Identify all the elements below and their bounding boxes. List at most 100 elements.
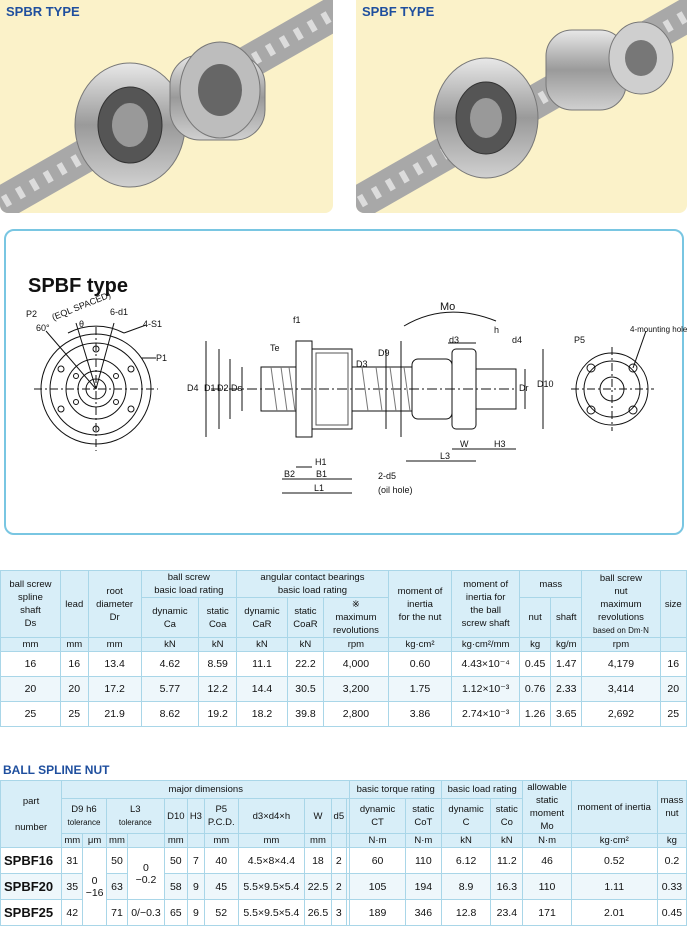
- unit-kg: kg: [519, 637, 552, 652]
- label-d4-small: d4: [512, 335, 523, 345]
- table-cell: 17.2: [87, 676, 142, 702]
- table-cell: 4.62: [140, 651, 200, 677]
- table-cell: 1.11: [570, 873, 658, 900]
- label-d9: D9: [378, 348, 390, 358]
- table-cell: 1.47: [550, 651, 583, 677]
- th-lead: lead: [59, 570, 89, 638]
- section-title: BALL SPLINE NUT: [3, 763, 110, 777]
- unit-size: [659, 637, 687, 652]
- table-cell: SPBF25: [0, 899, 63, 926]
- table-cell: 40: [203, 847, 239, 874]
- table-cell: 42: [61, 899, 84, 926]
- unit-coar: kN: [286, 637, 325, 652]
- table-cell: 189: [349, 899, 406, 926]
- table-cell: 8.62: [140, 701, 200, 727]
- table-cell: 22.2: [286, 651, 325, 677]
- table-cell: 110: [404, 847, 443, 874]
- table-cell: 0.33: [656, 873, 687, 900]
- table-cell: 11.2: [490, 847, 524, 874]
- table-cell: 39.8: [286, 701, 325, 727]
- table-cell: 12.2: [198, 676, 238, 702]
- label-w: W: [460, 439, 469, 449]
- table-cell: 18.2: [236, 701, 288, 727]
- table-cell: 0.2: [656, 847, 687, 874]
- table-cell: 3.86: [387, 701, 453, 727]
- table-cell: 30.5: [286, 676, 325, 702]
- unit-root: mm: [87, 637, 142, 652]
- unit-car: kN: [236, 637, 288, 652]
- table-cell: 58: [163, 873, 188, 900]
- th-h3: H3: [186, 798, 205, 834]
- table-cell: 2,692: [581, 701, 661, 727]
- unit-d9-tol: μm: [82, 833, 107, 848]
- table-cell: 0/−0.3: [127, 899, 165, 926]
- label-6-d1: 6-d1: [110, 307, 129, 317]
- unit-coa: kN: [198, 637, 238, 652]
- table-cell: 16: [659, 651, 687, 677]
- table-cell: 5.5×9.5×5.4: [237, 899, 306, 926]
- unit-w: mm: [304, 833, 332, 848]
- table-cell: 1.12×10⁻³: [451, 676, 521, 702]
- table-cell: 25: [0, 701, 61, 727]
- th-w: W: [304, 798, 332, 834]
- label-d3: D3: [356, 359, 368, 369]
- dimension-drawing: SPBF type: [4, 229, 687, 535]
- photo-panel-spbf: SPBF TYPE: [356, 0, 687, 213]
- table-cell: 13.4: [87, 651, 142, 677]
- table-cell: 50: [105, 847, 129, 874]
- unit-rpm2: rpm: [581, 637, 661, 652]
- technical-drawing: [34, 311, 654, 494]
- th-torque: basic torque rating: [349, 779, 442, 800]
- spbr-photo: [0, 0, 333, 213]
- label-2-d5: 2-d5: [378, 471, 397, 481]
- table-cell: 12.8: [440, 899, 492, 926]
- label-d2: D2: [217, 383, 229, 393]
- unit-shaft: mm: [0, 637, 61, 652]
- label-dr: Dr: [519, 383, 529, 393]
- unit-kgm: kg/m: [550, 637, 583, 652]
- table-cell: 20: [659, 676, 687, 702]
- unit-dims: mm: [237, 833, 306, 848]
- label-d4: D4: [187, 383, 199, 393]
- table-cell: 4,000: [323, 651, 389, 677]
- unit-inertia: kg·cm²: [570, 833, 658, 848]
- table-cell: 2.33: [550, 676, 583, 702]
- label-d3-small: d3: [449, 335, 460, 345]
- table-cell: 8.59: [198, 651, 238, 677]
- spbr-title: SPBR TYPE: [6, 4, 80, 19]
- table-cell: 14.4: [236, 676, 288, 702]
- table-cell: 3: [330, 899, 348, 926]
- table-cell: 3,414: [581, 676, 661, 702]
- table-cell: 1.75: [387, 676, 453, 702]
- label-theta: θ: [79, 319, 85, 329]
- table-cell: 194: [404, 873, 443, 900]
- table-cell: 71: [105, 899, 129, 926]
- table-cell: 2,800: [323, 701, 389, 727]
- table-cell: 11.1: [236, 651, 288, 677]
- table-cell: 26.5: [304, 899, 332, 926]
- table-cell: 20: [0, 676, 61, 702]
- table-cell: 20: [59, 676, 89, 702]
- th-d5: d5: [330, 798, 348, 834]
- table-cell: 16: [59, 651, 89, 677]
- label-4-s1: 4-S1: [143, 319, 163, 329]
- unit-c: kN: [440, 833, 492, 848]
- table-cell: 0−16: [82, 847, 107, 926]
- label-h: h: [494, 325, 500, 335]
- label-l1: L1: [314, 483, 325, 493]
- unit-cot: N·m: [404, 833, 443, 848]
- table-cell: 63: [105, 873, 129, 900]
- unit-moi2: kg·cm²/mm: [451, 637, 521, 652]
